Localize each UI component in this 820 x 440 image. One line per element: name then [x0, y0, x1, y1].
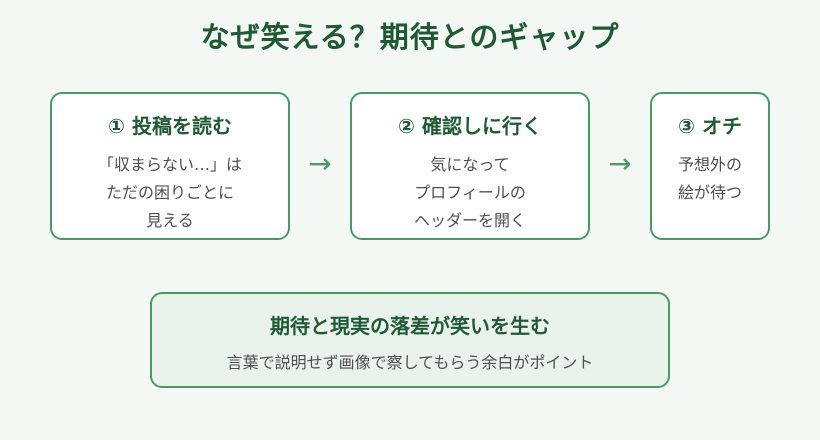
step-heading: ③ オチ	[678, 114, 742, 138]
arrow-right-icon: →	[308, 147, 332, 180]
step-line: ヘッダーを開く	[413, 211, 526, 230]
step-description: 気になって プロフィールの ヘッダーを開く	[352, 151, 588, 235]
step-line: 気になって	[430, 155, 510, 174]
step-line: 絵が待つ	[677, 183, 742, 202]
step-line: ただの困りごとに	[105, 183, 234, 202]
step-check-profile: ② 確認しに行く 気になって プロフィールの ヘッダーを開く	[350, 92, 590, 240]
arrow-right-icon: →	[608, 147, 632, 180]
step-line: 見える	[146, 211, 194, 230]
step-line: プロフィールの	[414, 183, 526, 202]
step-punchline: ③ オチ 予想外の 絵が待つ	[650, 92, 770, 240]
step-heading: ① 投稿を読む	[108, 114, 232, 138]
diagram-title: なぜ笑える？期待とのギャップ	[200, 20, 620, 54]
step-description: 「収まらない…」は ただの困りごとに 見える	[52, 151, 288, 235]
step-line: 「収まらない…」は	[97, 155, 242, 174]
step-description: 予想外の 絵が待つ	[652, 151, 768, 207]
summary-title: 期待と現実の落差が笑いを生む	[270, 314, 550, 338]
summary-text: 言葉で説明せず画像で察してもらう余白がポイント	[226, 353, 594, 372]
step-heading: ② 確認しに行く	[398, 114, 542, 138]
step-read-post: ① 投稿を読む 「収まらない…」は ただの困りごとに 見える	[50, 92, 290, 240]
step-line: 予想外の	[677, 155, 742, 174]
summary-box: 期待と現実の落差が笑いを生む 言葉で説明せず画像で察してもらう余白がポイント	[150, 292, 670, 388]
